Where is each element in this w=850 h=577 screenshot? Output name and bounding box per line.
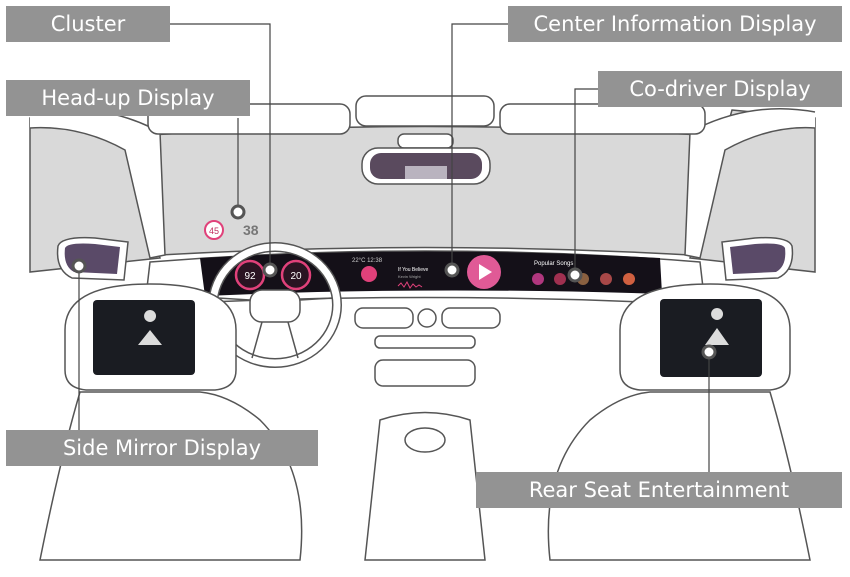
song-thumb-2 <box>554 273 566 285</box>
console-tray <box>374 359 476 387</box>
cluster-left-value: 92 <box>244 271 256 282</box>
right-screen-figure <box>705 308 729 345</box>
air-vent-right <box>441 307 501 329</box>
cluster-point <box>262 262 278 278</box>
hud-speed-limit: 45 <box>209 226 219 236</box>
codriver-point <box>567 267 583 283</box>
play-icon <box>479 264 492 280</box>
codriver-leader <box>574 88 598 275</box>
sun-visor-right <box>499 103 706 135</box>
left-screen-figure <box>138 310 162 345</box>
cluster-leader <box>170 23 271 270</box>
climate-panel <box>374 335 476 349</box>
center-track-artist: Kevin Wright <box>398 274 421 279</box>
song-thumb-1 <box>532 273 544 285</box>
side-mirror-point <box>71 258 87 274</box>
side-mirror-label: Side Mirror Display <box>6 430 318 466</box>
center-display-point <box>444 262 460 278</box>
cup-holder <box>404 427 446 453</box>
steering-wheel-spokes <box>217 297 333 359</box>
center-status-text: 22°C 12:38 <box>352 258 383 264</box>
music-app-icon <box>361 266 377 282</box>
hud-speed-limit-sign <box>204 220 224 240</box>
codriver-heading: Popular Songs <box>534 261 573 267</box>
roof-console <box>355 95 495 127</box>
steering-wheel-hub <box>249 289 301 323</box>
cluster-right-value: 20 <box>290 271 302 282</box>
cluster-left-gauge <box>234 259 266 291</box>
hud-point <box>230 204 246 220</box>
center-track-title: If You Believe <box>398 267 429 273</box>
rear-seat-label: Rear Seat Entertainment <box>476 472 842 508</box>
center-display-leader <box>451 23 508 270</box>
cluster-right-gauge <box>280 259 312 291</box>
cluster-label: Cluster <box>6 6 170 42</box>
right-side-mirror-screen <box>730 243 786 274</box>
song-thumb-4 <box>600 273 612 285</box>
hud-label: Head-up Display <box>6 80 250 116</box>
console-knob <box>417 308 437 328</box>
hud-speed: 38 <box>243 222 259 238</box>
center-display-label: Center Information Display <box>508 6 842 42</box>
song-thumb-5 <box>623 273 635 285</box>
rear-view-mirror-road <box>405 166 447 179</box>
air-vent-left <box>354 307 414 329</box>
rear-view-mirror-mount <box>397 133 454 149</box>
audio-waveform <box>397 280 423 289</box>
rear-seat-point <box>701 344 717 360</box>
codriver-label: Co-driver Display <box>598 71 842 107</box>
a-pillar-right <box>684 108 816 259</box>
